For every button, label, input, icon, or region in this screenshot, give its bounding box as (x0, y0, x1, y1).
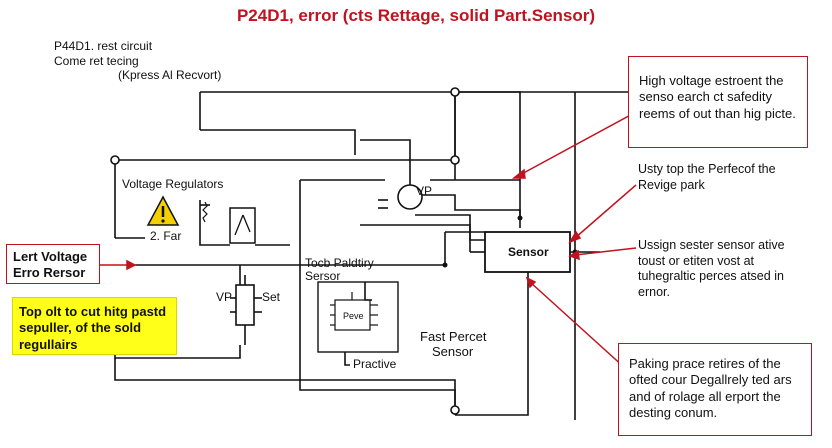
junction-nodes (110, 87, 460, 415)
label-practive: Practive (353, 357, 397, 371)
yellow-note-line3: regullairs (19, 336, 78, 352)
resistor-icon (202, 201, 208, 223)
note-ussign: Ussign sester sensor ative toust or etit… (638, 238, 824, 306)
callout-paking: Paking prace retires of the ofted cour D… (618, 343, 812, 436)
chip-icon (330, 292, 378, 331)
note-ussign-line1: Ussign sester sensor ative (638, 238, 785, 252)
note-ussign-line2: toust or etiten vost at (638, 253, 755, 268)
label-fast-line1: Fast Percet (420, 329, 487, 344)
diagram-title: P24D1, error (cts Rettage, solid Part.Se… (236, 6, 596, 25)
note-usty-line1: Usty top the Perfecof the (638, 162, 776, 176)
label-far: 2. Far (150, 229, 182, 243)
note-usty: Usty top the Perfecof the Revige park (638, 162, 818, 202)
note-ussign-line4: ernor. (638, 284, 670, 299)
callout-paking-line4: desting conum. (629, 404, 718, 420)
yellow-note-line2: sepuller, of the sold (19, 320, 142, 336)
yellow-highlight-note: Top olt to cut hitg pastd sepuller, of t… (12, 297, 177, 355)
note-ussign-line3: tuhegraltic perces atsed in (638, 269, 784, 284)
note-usty-line2: Revige park (638, 177, 705, 192)
callout-paking-line3: and of rolage all erport the (629, 388, 781, 404)
yellow-note-line1: Top olt to cut hitg pastd (19, 304, 167, 319)
label-touch-line1: Tocb Paldtiry (305, 256, 374, 270)
header-note-line2: Come ret tecing (54, 54, 139, 68)
label-touch-line2: Sersor (305, 269, 341, 283)
label-vp-left: VP (216, 290, 233, 304)
label-voltage-regulators: Voltage Regulators (122, 177, 224, 191)
callout-high-voltage-line1: High voltage estroent the (639, 73, 784, 88)
label-inner-chip: Peve (343, 311, 364, 321)
left-callout-line2: Erro Rersor (13, 265, 86, 281)
meter-icon (229, 207, 256, 244)
header-note-line3: (Kpress Al Recvort) (118, 68, 222, 82)
callout-paking-line1: Paking prace retires of the (629, 356, 781, 371)
warning-icon (146, 195, 180, 226)
label-vp-top: VP (416, 184, 433, 198)
left-callout-line1: Lert Voltage (13, 249, 88, 264)
callout-high-voltage-line3: reems of out than hig picte. (639, 105, 796, 121)
left-voltage-callout: Lert Voltage Erro Rersor (6, 244, 100, 284)
callout-high-voltage: High voltage estroent the senso earch ct… (628, 56, 808, 148)
label-sensor: Sensor (508, 245, 549, 259)
label-set: Set (262, 290, 281, 304)
header-note-line1: P44D1. rest circuit (54, 39, 153, 53)
callout-paking-line2: ofted cour Degallrely ted ars (629, 372, 792, 388)
label-fast-line2: Sensor (432, 344, 474, 359)
callout-high-voltage-line2: senso earch ct safedity (639, 89, 772, 105)
